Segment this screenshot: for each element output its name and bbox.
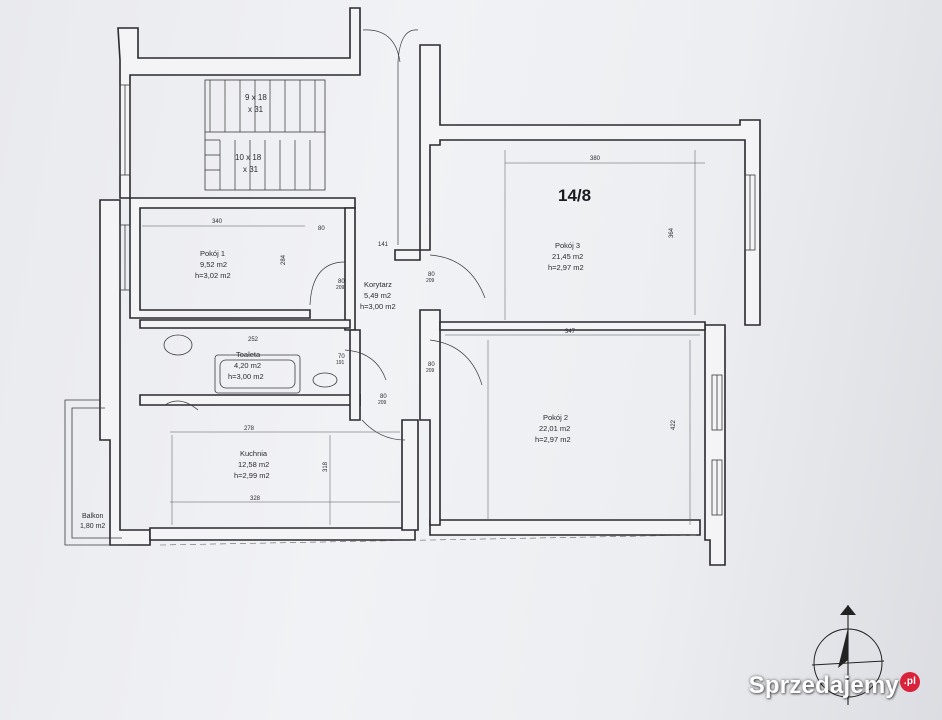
dim-d5: 80 [380, 394, 387, 400]
dim-pokoj3-width: 380 [590, 156, 601, 162]
dimension-labels: 340 380 347 252 278 328 364 422 318 284 … [212, 156, 677, 502]
watermark-text: Sprzedajemy [748, 672, 899, 699]
dim-d3: 80 [428, 362, 435, 368]
stairs-lower-line1: 10 x 18 [235, 153, 262, 162]
kuchnia-name: Kuchnia [240, 449, 268, 458]
watermark-badge: .pl [900, 672, 920, 692]
korytarz-area: 5,49 m2 [364, 291, 391, 300]
dim-d4: 70 [338, 354, 345, 360]
pokoj3-name: Pokój 3 [555, 241, 580, 250]
pokoj2-name: Pokój 2 [543, 413, 568, 422]
toaleta-name: Toaleta [236, 350, 261, 359]
entrance-door [362, 29, 419, 245]
interior-doors [164, 254, 486, 441]
dim-d1: 80 [338, 279, 345, 285]
dim-d9: 209 [426, 368, 435, 374]
dim-kuchnia-height: 318 [323, 461, 329, 472]
windows [119, 84, 756, 516]
dim-d6: 80 [318, 226, 325, 232]
pokoj1-name: Pokój 1 [200, 249, 225, 258]
room-labels: 14/8 Pokój 1 9,52 m2 h=3,02 m2 Pokój 3 2… [195, 186, 591, 480]
dim-pokoj2-height: 422 [671, 419, 677, 430]
dim-d8: 209 [426, 278, 435, 284]
dim-pokoj1-height: 284 [281, 254, 287, 265]
pokoj2-area: 22,01 m2 [539, 424, 570, 433]
korytarz-height: h=3,00 m2 [360, 302, 396, 311]
kuchnia-area: 12,58 m2 [238, 460, 269, 469]
staircase: 9 x 18 x 31 10 x 18 x 31 [204, 79, 326, 191]
dim-pokoj3-height: 364 [669, 227, 675, 238]
dim-kuchnia-width2: 328 [250, 496, 261, 502]
pokoj3-area: 21,45 m2 [552, 252, 583, 261]
section-line [159, 534, 701, 546]
toaleta-fixtures [163, 334, 338, 394]
balkon-area: 1,80 m2 [80, 523, 105, 530]
dim-toaleta-width: 252 [248, 337, 259, 343]
dim-pokoj2-width: 347 [565, 329, 576, 335]
dim-kuchnia-width: 278 [244, 426, 255, 432]
dim-korytarz-width: 141 [378, 242, 389, 248]
stairs-lower-line2: x 31 [243, 165, 259, 174]
pokoj2-height: h=2,97 m2 [535, 435, 571, 444]
toaleta-area: 4,20 m2 [234, 361, 261, 370]
dim-d10: 191 [336, 360, 345, 366]
unit-number: 14/8 [558, 186, 591, 205]
dim-pokoj1-width: 340 [212, 219, 223, 225]
exterior-walls [99, 7, 761, 566]
watermark-logo: Sprzedajemy.pl [749, 672, 920, 700]
dim-d7: 209 [336, 285, 345, 291]
dim-d2: 80 [428, 272, 435, 278]
balkon-name: Balkon [82, 513, 104, 520]
toaleta-height: h=3,00 m2 [228, 372, 264, 381]
korytarz-name: Korytarz [364, 280, 392, 289]
dimension-lines [142, 150, 705, 525]
stairs-upper-line1: 9 x 18 [245, 93, 267, 102]
stairs-upper-line2: x 31 [248, 105, 264, 114]
pokoj3-height: h=2,97 m2 [548, 263, 584, 272]
balkon: Balkon 1,80 m2 [64, 399, 128, 546]
pokoj1-height: h=3,02 m2 [195, 271, 231, 280]
pokoj1-area: 9,52 m2 [200, 260, 227, 269]
compass-icon [811, 605, 885, 705]
dim-d11: 209 [378, 400, 387, 406]
kuchnia-height: h=2,99 m2 [234, 471, 270, 480]
